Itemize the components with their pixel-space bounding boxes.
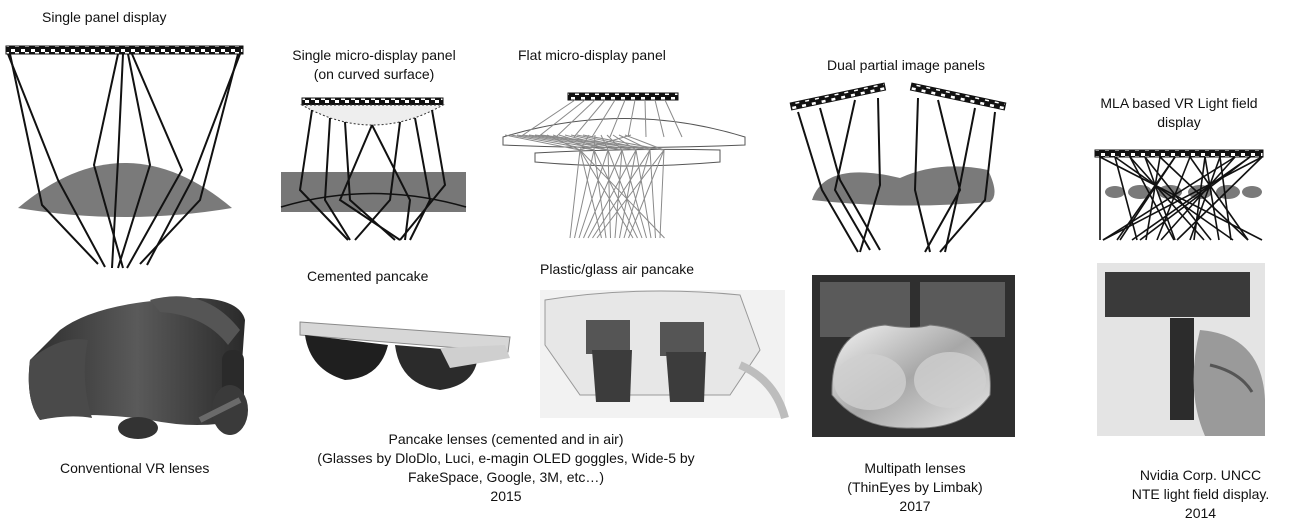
label-single-panel-display: Single panel display (42, 9, 167, 25)
ray-line (1102, 156, 1263, 241)
lens-element-1 (502, 118, 746, 148)
ray-line (593, 134, 638, 239)
lens-element-2 (534, 148, 721, 167)
ray-line (612, 134, 652, 239)
caption-line: FakeSpace, Google, 3M, etc…) (407, 469, 605, 485)
caption-line: Pancake lenses (cemented and in air) (388, 431, 624, 447)
flat-panel-diagram (502, 92, 746, 239)
label-line: (on curved surface) (313, 66, 435, 82)
left-display-panel (789, 82, 887, 111)
cemented-lens-band (281, 172, 466, 212)
air-pancake-goggles-photo (540, 290, 789, 420)
ray-line (644, 99, 647, 138)
label-flat-micro-display-panel: Flat micro-display panel (518, 47, 666, 63)
ray-line (1204, 156, 1220, 241)
label-single-micro-display-panel: Single micro-display panel (on curved su… (278, 46, 470, 84)
ray-lines (7, 53, 241, 269)
lens (18, 163, 232, 217)
label-mla-light-field: MLA based VR Light field display (1084, 94, 1274, 132)
caption-line: Nvidia Corp. UNCC (1139, 467, 1262, 483)
ray-line (618, 134, 656, 239)
label-line: display (1157, 114, 1201, 130)
curved-lens (300, 104, 445, 126)
ray-line (1144, 156, 1212, 241)
microlens-array (1105, 185, 1262, 199)
ray-line (573, 99, 606, 138)
ray-line (579, 134, 665, 239)
ray-line (1145, 156, 1161, 241)
dual-lens (812, 166, 995, 206)
dual-panel-diagram (789, 82, 1007, 253)
curved-panel-diagram (280, 97, 467, 241)
ray-line (627, 99, 636, 138)
caption-line: Multipath lenses (864, 460, 966, 476)
ray-line (624, 134, 665, 239)
label-line: Single micro-display panel (292, 47, 456, 63)
ray-line (504, 134, 581, 239)
display-panel (5, 45, 244, 55)
display-panel (1094, 149, 1264, 158)
ray-line (1189, 156, 1221, 241)
caption-line: (Glasses by DloDlo, Luci, e-magin OLED g… (317, 450, 695, 466)
ray-line (591, 99, 616, 138)
ray-lines (298, 109, 447, 241)
caption-multipath-lenses: Multipath lenses (ThinEyes by Limbak) 20… (820, 459, 1010, 516)
ray-line (1102, 156, 1236, 241)
caption-year: 2014 (1184, 505, 1217, 521)
ray-lines (797, 97, 996, 253)
ray-line (664, 99, 683, 138)
ray-line (555, 99, 596, 138)
label-line: MLA based VR Light field (1100, 95, 1258, 111)
caption-pancake-lenses: Pancake lenses (cemented and in air) (Gl… (306, 430, 706, 506)
display-panel (301, 97, 444, 106)
ray-line (1116, 156, 1176, 241)
caption-line: (ThinEyes by Limbak) (847, 479, 983, 495)
conventional-headset-photo (28, 296, 248, 439)
cemented-pancake-glasses-photo (299, 321, 511, 390)
multipath-lens-photo (812, 275, 1015, 437)
caption-line: NTE light field display. (1131, 486, 1270, 502)
caption-nvidia-nte-display: Nvidia Corp. UNCC NTE light field displa… (1118, 466, 1283, 523)
ray-line (1160, 156, 1236, 241)
ray-fan (504, 99, 683, 239)
single-panel-diagram (5, 45, 244, 269)
right-display-panel (909, 82, 1007, 111)
ray-lines (1099, 156, 1263, 241)
label-cemented-pancake: Cemented pancake (307, 268, 429, 284)
ray-line (1156, 156, 1191, 241)
ray-line (1129, 156, 1175, 241)
ray-line (1144, 156, 1176, 241)
ray-line (1176, 156, 1263, 241)
label-dual-partial-image-panels: Dual partial image panels (827, 57, 985, 73)
ray-line (654, 99, 665, 138)
ray-line (1114, 156, 1138, 241)
label-plastic-glass-air-pancake: Plastic/glass air pancake (540, 261, 695, 277)
ray-line (519, 99, 576, 138)
display-panel (567, 92, 679, 101)
mla-diagram (1094, 149, 1264, 241)
ray-line (537, 99, 586, 138)
caption-year: 2017 (899, 498, 931, 514)
ray-line (609, 99, 626, 138)
nvidia-nte-display-photo (1097, 263, 1265, 436)
ray-line (1159, 156, 1249, 241)
caption-conventional-vr-lenses: Conventional VR lenses (60, 460, 210, 476)
ray-line (1131, 156, 1251, 241)
ray-line (600, 134, 643, 239)
caption-year: 2015 (490, 488, 522, 504)
ray-line (606, 134, 647, 239)
